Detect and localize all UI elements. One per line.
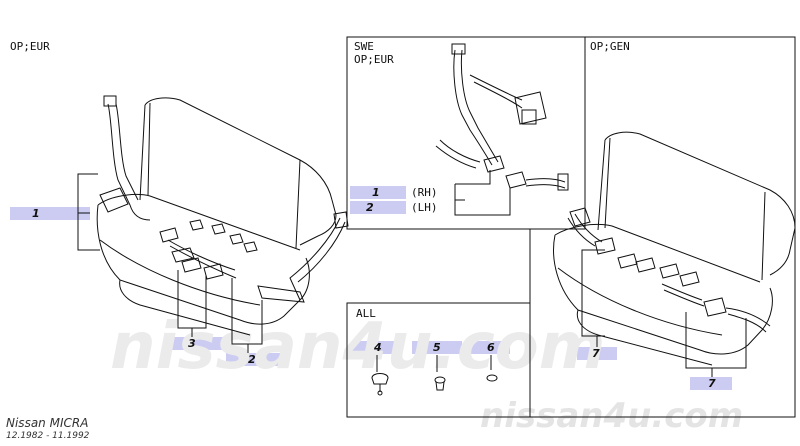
swe-option-label: OP;EUR: [354, 53, 394, 66]
callout-4[interactable]: 4: [374, 341, 382, 354]
callout-highlight-swe-2[interactable]: [350, 201, 406, 214]
rh-label: (RH): [411, 186, 438, 199]
callout-swe-1[interactable]: 1: [372, 186, 380, 199]
callout-highlight-3[interactable]: [168, 337, 225, 350]
leader-1: [77, 173, 100, 251]
callout-7a[interactable]: 7: [592, 347, 600, 360]
callout-highlight-1[interactable]: [10, 207, 90, 220]
callout-highlight-2[interactable]: [226, 353, 284, 366]
watermark-large: nissan4u.com: [110, 310, 606, 384]
callout-highlight-7b[interactable]: [690, 377, 732, 390]
swe-belt-drawing: [435, 43, 569, 191]
main-seat-drawing: [96, 95, 349, 336]
callout-7b[interactable]: 7: [708, 377, 716, 390]
footer-model: Nissan MICRA: [6, 416, 89, 430]
swe-region-label: SWE: [354, 40, 374, 53]
watermark-small: nissan4u.com: [480, 396, 744, 436]
callout-1[interactable]: 1: [32, 207, 40, 220]
main-option-label: OP;EUR: [10, 40, 50, 53]
callout-highlight-7a[interactable]: [577, 347, 617, 360]
clip-part-6: [486, 374, 498, 382]
callout-highlight-6[interactable]: [470, 341, 510, 354]
footer-dates: 12.1982 - 11.1992: [6, 431, 90, 441]
clip-part-4: [371, 373, 389, 396]
leader-2: [231, 278, 263, 345]
clip-part-5: [434, 376, 446, 391]
callout-highlight-5[interactable]: [412, 341, 462, 354]
gen-panel-frame: [530, 36, 796, 418]
callout-swe-2[interactable]: 2: [366, 201, 374, 214]
callout-2[interactable]: 2: [248, 353, 256, 366]
all-panel-frame: [346, 302, 531, 418]
all-panel-label: ALL: [356, 307, 376, 320]
callout-3[interactable]: 3: [188, 337, 196, 350]
lh-label: (LH): [411, 201, 438, 214]
callout-5[interactable]: 5: [433, 341, 441, 354]
leader-7a: [581, 249, 605, 337]
callout-highlight-swe-1[interactable]: [350, 186, 406, 199]
callout-6[interactable]: 6: [487, 341, 495, 354]
gen-option-label: OP;GEN: [590, 40, 630, 53]
callout-highlight-4[interactable]: [352, 341, 402, 354]
leader-7b: [685, 312, 747, 369]
leader-swe-1: [455, 170, 491, 185]
swe-panel-frame: [346, 36, 586, 230]
gen-seat-drawing: [553, 131, 796, 366]
